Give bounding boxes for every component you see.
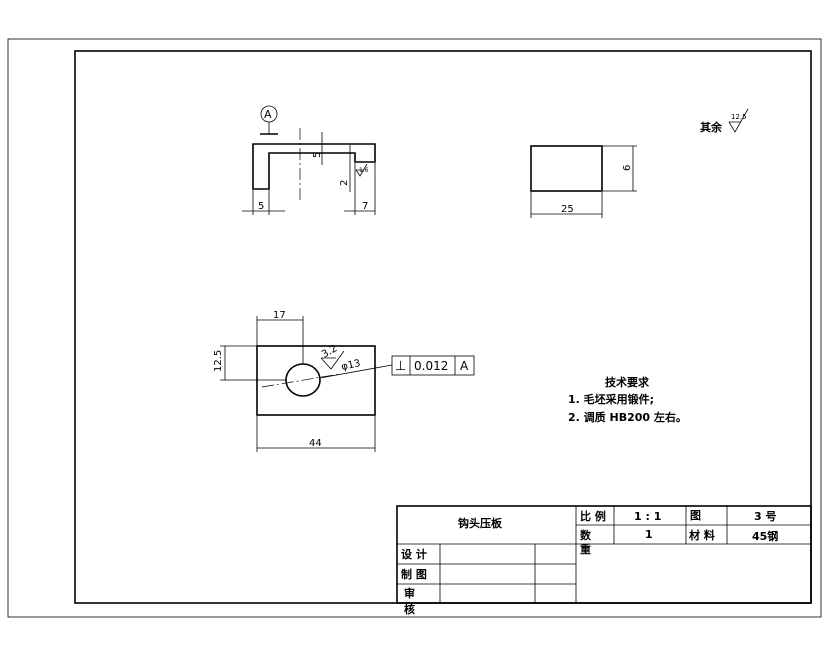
- default-roughness-value: 12.5: [731, 113, 747, 121]
- front-view: A 5 5 2 7 1.6: [242, 105, 376, 215]
- tech-item-2: 2. 调质 HB200 左右。: [568, 410, 687, 424]
- dim-lip-height: 2: [339, 180, 350, 186]
- scale-label: 比 例: [580, 509, 606, 523]
- dim-length: 44: [309, 438, 322, 449]
- side-view: 25 6: [530, 145, 637, 218]
- tech-title: 技术要求: [605, 375, 650, 389]
- front-roughness-value: 1.6: [359, 167, 369, 174]
- roughness-symbol-icon: [728, 108, 749, 133]
- material-value: 45钢: [752, 529, 778, 543]
- dim-left-width: 5: [258, 201, 264, 212]
- drafter-label: 制 图: [401, 567, 427, 581]
- tolerance-value: 0.012: [414, 359, 448, 373]
- checker-label-2: 核: [404, 602, 415, 616]
- dim-hole-dia: φ13: [340, 358, 361, 373]
- weight-label: 重: [580, 542, 591, 556]
- front-outline: [252, 143, 376, 190]
- datum-letter: A: [264, 108, 272, 121]
- drawing-no: 3 号: [754, 510, 776, 523]
- top-outline: [256, 345, 376, 416]
- dim-side-width: 25: [561, 204, 574, 215]
- qty-value: 1: [645, 528, 653, 541]
- perpendicularity-icon: ⊥: [395, 359, 406, 374]
- side-outline: [530, 145, 603, 192]
- top-view: 17 12.5 44 φ13 3.2 ⊥ 0.012 A: [213, 310, 475, 452]
- hole-roughness-icon: [320, 350, 345, 370]
- dim-slot-depth: 5: [312, 152, 323, 158]
- front-roughness-icon: [355, 163, 368, 177]
- dim-hole-pos: 17: [273, 310, 286, 321]
- part-name: 钩头压板: [458, 516, 503, 530]
- dim-right-width: 7: [362, 201, 368, 212]
- checker-label-1: 审: [404, 586, 415, 600]
- tech-requirements: 技术要求 1. 毛坯采用锻件; 2. 调质 HB200 左右。: [568, 375, 687, 424]
- material-label: 材 料: [689, 528, 715, 542]
- default-roughness: 其余 12.5: [700, 108, 749, 134]
- dim-side-height: 6: [622, 165, 633, 171]
- default-roughness-label: 其余: [700, 120, 723, 134]
- drawing-label: 图: [690, 509, 701, 522]
- tolerance-datum: A: [460, 359, 469, 373]
- designer-label: 设 计: [401, 547, 427, 561]
- title-block: 钩头压板 比 例 1 : 1 图 3 号 数 1 材 料 45钢 重 设 计 制…: [396, 505, 812, 616]
- outer-border: [7, 38, 822, 618]
- tolerance-frame: ⊥ 0.012 A: [391, 355, 475, 376]
- dim-hole-y: 12.5: [213, 350, 224, 372]
- tech-item-1: 1. 毛坯采用锻件;: [568, 392, 654, 406]
- qty-label: 数: [580, 528, 592, 542]
- scale-value: 1 : 1: [634, 510, 661, 523]
